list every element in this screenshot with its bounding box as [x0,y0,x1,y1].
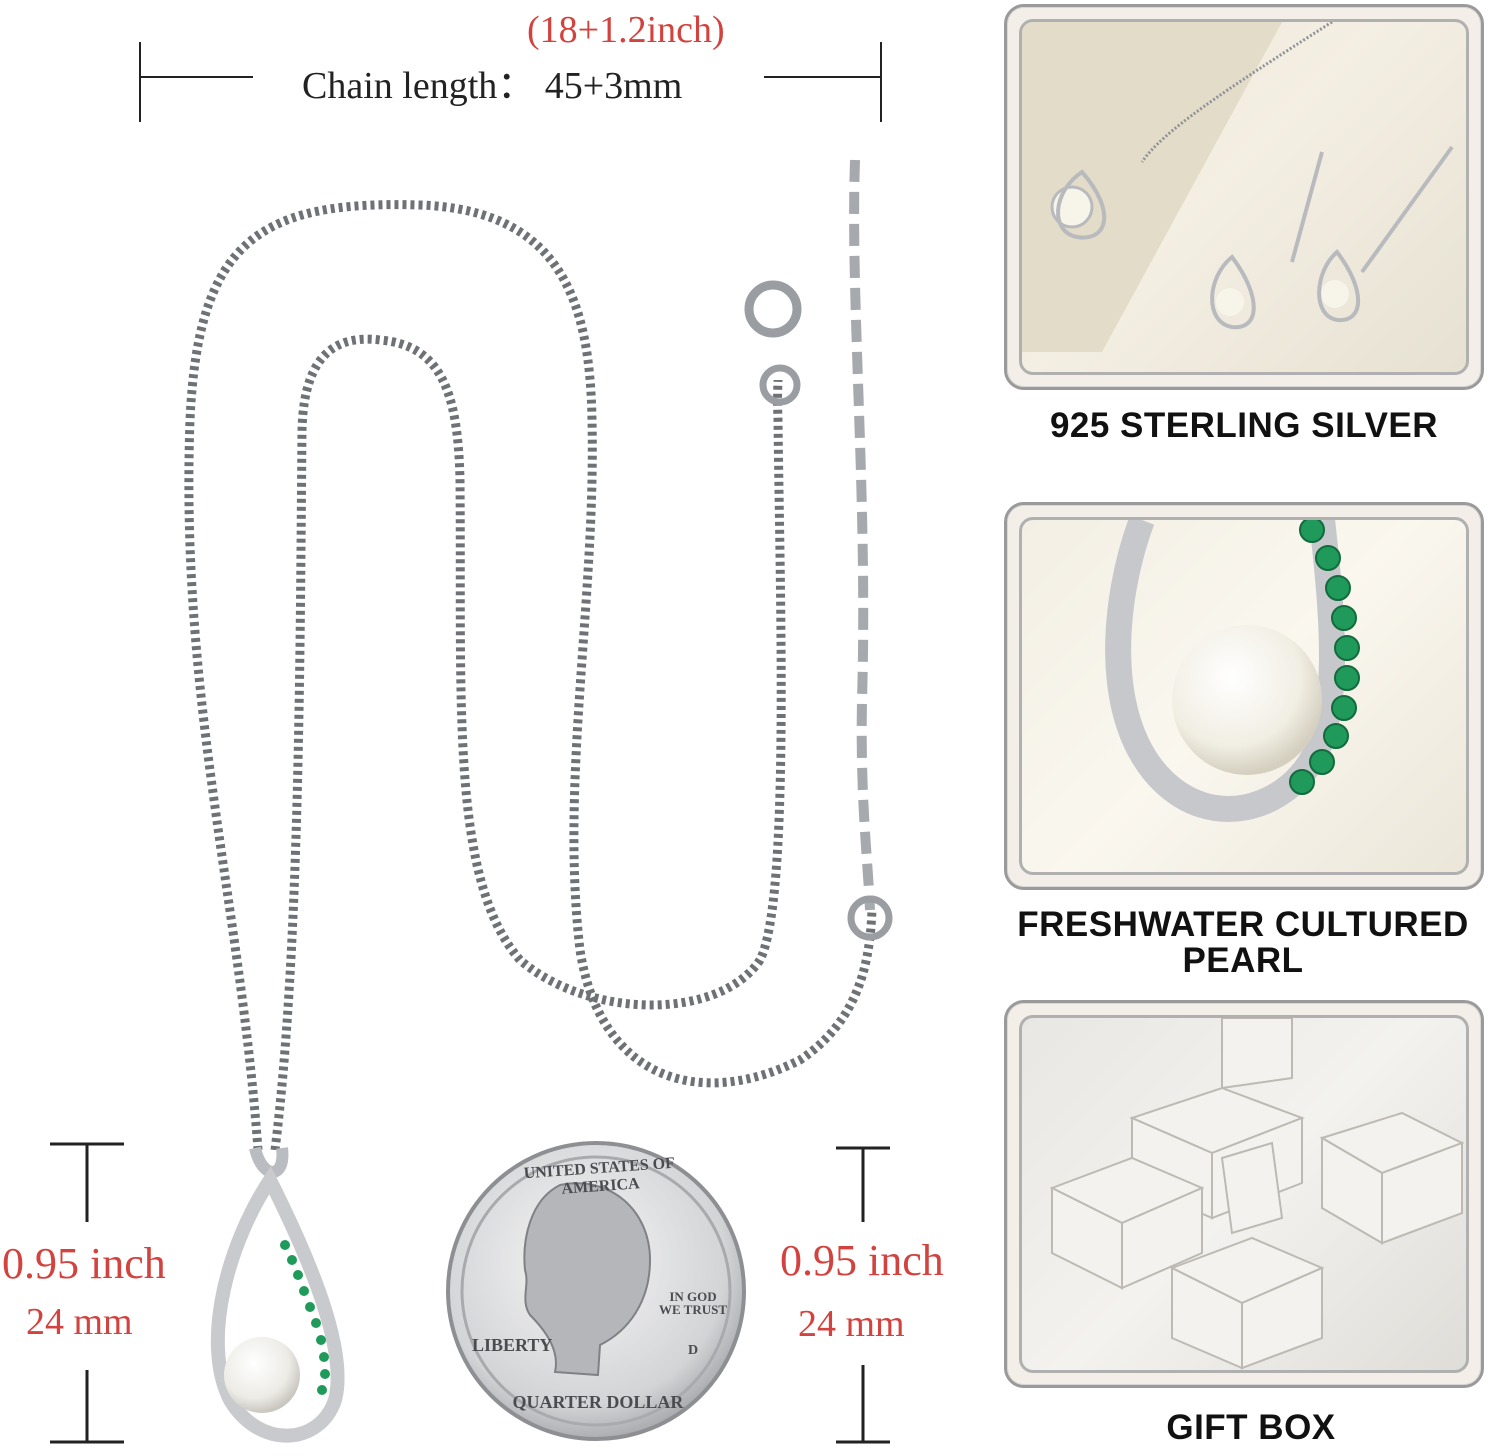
dim-tick-left [139,42,141,122]
caption-pearl-line1: FRESHWATER CULTURED [1017,905,1469,944]
pendant-emeralds [280,1240,330,1395]
feature-photo-gift-box [1004,1000,1484,1388]
chain-inner [270,334,786,1151]
chain-inch-label: (18+1.2inch) [527,9,725,51]
coin-liberty-text: LIBERTY [472,1335,553,1355]
left-dim-mm: 24 mm [26,1301,133,1343]
pendant-pearl [224,1337,300,1413]
chain-length-label: Chain length： 45+3mm [302,65,683,107]
caption-gift-box: GIFT BOX [1166,1408,1336,1447]
extender-end-ring [847,895,893,941]
dim-tick-right [880,42,882,122]
chain-outer [184,200,877,1151]
coin-mint-mark: D [688,1343,699,1358]
extender-chain [849,159,875,911]
left-dim-inch: 0.95 inch [2,1239,166,1288]
coin-bottom-text: QUARTER DOLLAR [512,1392,684,1412]
feature-photo-freshwater-pearl [1004,502,1484,890]
right-dim-mm: 24 mm [798,1303,905,1345]
pearl-closeup-image [1105,520,1360,822]
coin-portrait [523,1182,652,1377]
right-dim-inch: 0.95 inch [780,1236,944,1285]
caption-pearl-line2: PEARL [1182,941,1304,980]
gift-box-image [1049,1018,1465,1370]
jewelry-set-image [1022,22,1454,352]
feature-photo-sterling-silver [1004,4,1484,390]
pendant-bail [249,1146,289,1178]
clasp-ring [744,280,802,338]
caption-sterling-silver: 925 STERLING SILVER [1049,406,1439,445]
pendant-teardrop [210,1166,345,1443]
dim-line-left [139,76,253,78]
dim-line-right [764,76,882,78]
coin-motto-text: IN GOD WE TRUST [658,1289,728,1317]
necklace-illustration [50,159,893,1444]
clasp-jump-ring [759,364,801,406]
